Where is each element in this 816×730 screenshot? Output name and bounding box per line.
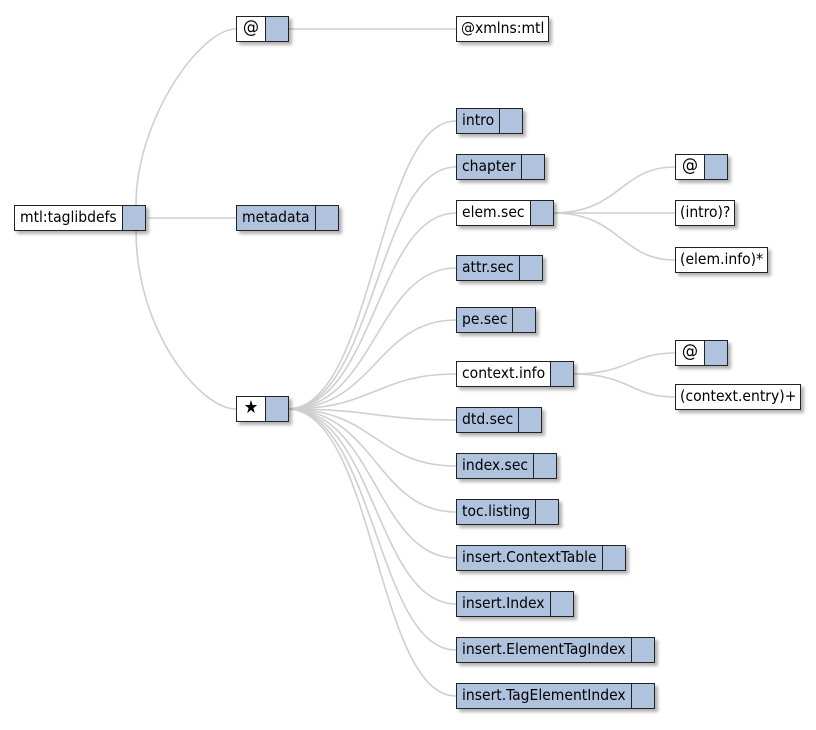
node-label: context.info xyxy=(456,361,552,387)
star-icon: ★ xyxy=(236,396,266,422)
context-entry-node[interactable]: (context.entry)+ xyxy=(675,384,802,410)
root-element-node[interactable]: mtl:taglibdefs xyxy=(14,205,146,231)
expand-toggle[interactable] xyxy=(534,453,558,479)
link-context-entry xyxy=(572,373,676,398)
expand-toggle[interactable] xyxy=(705,340,728,366)
attribute-icon: @ xyxy=(236,16,266,42)
link-choice-chapter xyxy=(286,166,457,410)
node-label: intro xyxy=(456,108,501,134)
link-choice-intro xyxy=(286,120,457,410)
expand-toggle[interactable] xyxy=(122,205,146,231)
link-elem-info xyxy=(552,212,676,261)
node-label: (elem.info)* xyxy=(675,247,769,273)
expand-toggle[interactable] xyxy=(266,16,289,42)
link-choice-attr-sec xyxy=(286,267,457,410)
link-choice-elem-sec xyxy=(286,212,457,410)
choice-node[interactable]: ★ xyxy=(236,396,289,422)
expand-toggle[interactable] xyxy=(266,396,289,422)
metadata-node[interactable]: metadata xyxy=(236,205,339,231)
expand-toggle[interactable] xyxy=(315,205,339,231)
dtd-sec-node[interactable]: dtd.sec xyxy=(456,407,543,433)
link-choice-insert-context-table xyxy=(286,408,457,559)
context-info-attributes-node[interactable]: @ xyxy=(675,340,728,366)
attr-sec-node[interactable]: attr.sec xyxy=(456,255,543,281)
node-label: pe.sec xyxy=(456,307,514,333)
node-label: mtl:taglibdefs xyxy=(14,205,123,231)
expand-toggle[interactable] xyxy=(530,200,554,226)
expand-toggle[interactable] xyxy=(536,499,560,525)
expand-toggle[interactable] xyxy=(521,154,545,180)
attribute-icon: @ xyxy=(675,340,705,366)
elem-sec-intro-optional-node[interactable]: (intro)? xyxy=(675,200,736,226)
node-label: dtd.sec xyxy=(456,407,520,433)
elem-sec-attributes-node[interactable]: @ xyxy=(675,154,728,180)
insert-element-tag-index-node[interactable]: insert.ElementTagIndex xyxy=(456,637,655,663)
expand-toggle[interactable] xyxy=(705,154,728,180)
link-choice-insert-index xyxy=(286,408,457,605)
node-label: insert.ElementTagIndex xyxy=(456,637,632,663)
insert-index-node[interactable]: insert.Index xyxy=(456,591,574,617)
intro-node[interactable]: intro xyxy=(456,108,524,134)
link-root-attrs xyxy=(135,28,237,206)
insert-context-table-node[interactable]: insert.ContextTable xyxy=(456,545,626,571)
link-choice-context-info xyxy=(286,373,457,410)
node-label: insert.ContextTable xyxy=(456,545,603,571)
attribute-icon: @ xyxy=(675,154,705,180)
node-label: insert.Index xyxy=(456,591,551,617)
pe-sec-node[interactable]: pe.sec xyxy=(456,307,537,333)
elem-sec-elem-info-node[interactable]: (elem.info)* xyxy=(675,247,769,273)
node-label: @xmlns:mtl xyxy=(456,16,550,42)
link-choice-insert-element-tag-index xyxy=(286,408,457,651)
elem-sec-node[interactable]: elem.sec xyxy=(456,200,554,226)
node-label: elem.sec xyxy=(456,200,531,226)
link-context-attrs xyxy=(572,352,676,375)
context-info-node[interactable]: context.info xyxy=(456,361,575,387)
link-elem-attrs xyxy=(552,166,676,214)
link-choice-insert-tag-element-index xyxy=(286,408,457,697)
expand-toggle[interactable] xyxy=(519,255,543,281)
node-label: toc.listing xyxy=(456,499,537,525)
chapter-node[interactable]: chapter xyxy=(456,154,545,180)
expand-toggle[interactable] xyxy=(519,407,543,433)
node-label: insert.TagElementIndex xyxy=(456,683,632,709)
index-sec-node[interactable]: index.sec xyxy=(456,453,558,479)
node-label: index.sec xyxy=(456,453,535,479)
insert-tag-element-index-node[interactable]: insert.TagElementIndex xyxy=(456,683,655,709)
expand-toggle[interactable] xyxy=(602,545,626,571)
link-choice-toc-listing xyxy=(286,408,457,513)
expand-toggle[interactable] xyxy=(631,683,655,709)
expand-toggle[interactable] xyxy=(550,591,574,617)
link-choice-pe-sec xyxy=(286,319,457,410)
link-root-choice xyxy=(135,230,237,410)
expand-toggle[interactable] xyxy=(551,361,575,387)
attribute-xmlns-node[interactable]: @xmlns:mtl xyxy=(456,16,550,42)
node-label: chapter xyxy=(456,154,522,180)
expand-toggle[interactable] xyxy=(631,637,655,663)
toc-listing-node[interactable]: toc.listing xyxy=(456,499,560,525)
expand-toggle[interactable] xyxy=(500,108,524,134)
link-choice-dtd-sec xyxy=(286,408,457,421)
expand-toggle[interactable] xyxy=(513,307,537,333)
node-label: attr.sec xyxy=(456,255,520,281)
node-label: metadata xyxy=(236,205,316,231)
attributes-node[interactable]: @ xyxy=(236,16,289,42)
node-label: (context.entry)+ xyxy=(675,384,802,410)
link-choice-index-sec xyxy=(286,408,457,467)
node-label: (intro)? xyxy=(675,200,736,226)
